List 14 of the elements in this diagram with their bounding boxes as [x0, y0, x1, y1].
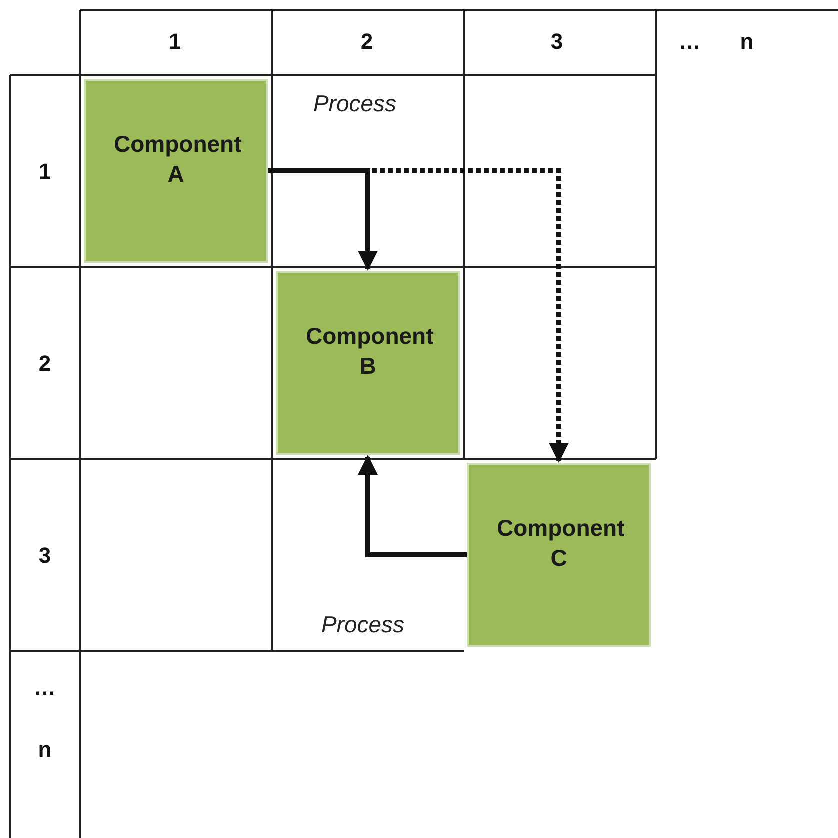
column-number: 1 — [168, 29, 182, 55]
row-number: n — [38, 737, 52, 763]
row-number: 3 — [38, 543, 52, 569]
component-box — [84, 79, 268, 263]
component-box — [467, 463, 651, 647]
column-ellipsis: … — [679, 29, 701, 55]
column-number: n — [740, 29, 754, 55]
arrow — [358, 455, 467, 558]
column-number: 3 — [550, 29, 564, 55]
row-number: 2 — [38, 351, 52, 377]
component-box — [276, 271, 460, 455]
row-ellipsis: … — [34, 675, 56, 701]
row-number: 1 — [38, 159, 52, 185]
column-number: 2 — [360, 29, 374, 55]
